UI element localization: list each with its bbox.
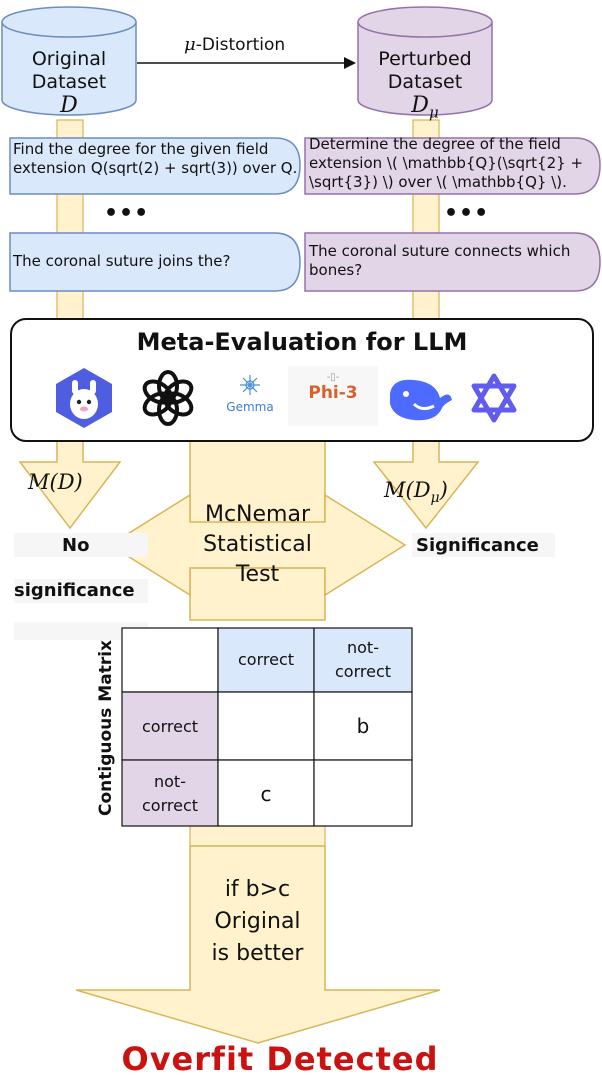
col-header-correct: correct [237, 650, 295, 669]
original-dataset-cylinder [1, 6, 137, 116]
distortion-arrow-head [344, 57, 356, 69]
perturbed-eval-symbol: M(Dμ) [384, 478, 448, 507]
perturbed-question-1: Determine the degree of the field extens… [309, 135, 584, 191]
perturbed-question-box-1 [304, 137, 601, 195]
col-header-not-correct: not- correct [334, 638, 392, 681]
row-header-not-correct: not- correct [141, 772, 199, 815]
no-label-bg [14, 533, 148, 557]
ellipsis-left: ••• [104, 201, 150, 226]
lower-flow-bar [189, 825, 326, 847]
perturbed-dataset-line2: Dataset [387, 71, 463, 93]
deepseek-logo-icon [390, 379, 452, 421]
distortion-label: μ-Distortion [184, 34, 286, 55]
row-header-correct: correct [141, 717, 199, 736]
mcnemar-line3: Test [235, 562, 280, 587]
gemma-label: Gemma [226, 400, 274, 414]
perturbed-dataset-line1: Perturbed [378, 48, 472, 70]
conclusion-line3: is better [211, 941, 304, 966]
original-dataset-label: Original Dataset D [2, 48, 136, 117]
overfit-verdict: Overfit Detected [121, 1040, 439, 1078]
mcnemar-line2: Statistical [203, 532, 312, 557]
no-label: No [62, 535, 90, 556]
conclusion-text: if b>c Original is better [190, 874, 325, 970]
mcnemar-double-arrow [108, 493, 407, 597]
mcnemar-label: McNemar Statistical Test [190, 500, 325, 590]
blank-label-bg [14, 622, 148, 640]
perturbed-dataset-symbol: Dμ [411, 93, 439, 122]
left-down-arrow [18, 439, 122, 530]
original-eval-symbol: M(D) [28, 470, 83, 494]
openai-logo-icon [142, 370, 194, 426]
llama-logo-icon [56, 368, 112, 428]
original-question-box-1 [9, 137, 301, 195]
conclusion-line2: Original [214, 909, 301, 934]
gemma-logo: Gemma [218, 374, 282, 414]
phi3-glyph-icon: -▯- [326, 372, 340, 383]
perturbed-question-box-2 [304, 232, 601, 292]
qwen-logo-icon [471, 373, 517, 423]
cell-c: c [260, 782, 272, 806]
original-dataset-line1: Original [31, 48, 107, 70]
gemma-icon [240, 375, 260, 395]
sig-label-bg [412, 533, 555, 557]
right-down-arrow [372, 439, 480, 530]
significance-label: Significance [416, 535, 539, 556]
conclusion-line1: if b>c [224, 877, 291, 902]
no-significance-label: significance [14, 580, 135, 601]
ellipsis-right: ••• [444, 201, 490, 226]
perturbed-dataset-label: Perturbed Dataset Dμ [358, 48, 492, 124]
contingency-matrix [121, 627, 413, 827]
no-sig-label-bg [14, 579, 148, 603]
cell-b: b [356, 714, 370, 738]
meta-evaluation-title: Meta-Evaluation for LLM [136, 328, 468, 356]
perturbed-question-2: The coronal suture connects which bones? [309, 242, 571, 279]
mcnemar-line1: McNemar [204, 502, 311, 527]
original-question-2: The coronal suture joins the? [13, 252, 231, 270]
conclusion-arrow [75, 845, 441, 1044]
matrix-side-title: Contiguous Matrix [96, 640, 116, 816]
original-question-1: Find the degree for the given field exte… [13, 140, 298, 177]
perturbed-dataset-cylinder [357, 6, 493, 116]
original-question-box-2 [9, 232, 301, 292]
phi3-label: Phi-3 [308, 383, 358, 403]
meta-evaluation-box: Meta-Evaluation for LLM Gemma [10, 318, 594, 442]
phi3-logo: -▯- Phi-3 [288, 366, 378, 426]
original-dataset-symbol: D [60, 93, 78, 118]
original-dataset-line2: Dataset [31, 71, 107, 93]
